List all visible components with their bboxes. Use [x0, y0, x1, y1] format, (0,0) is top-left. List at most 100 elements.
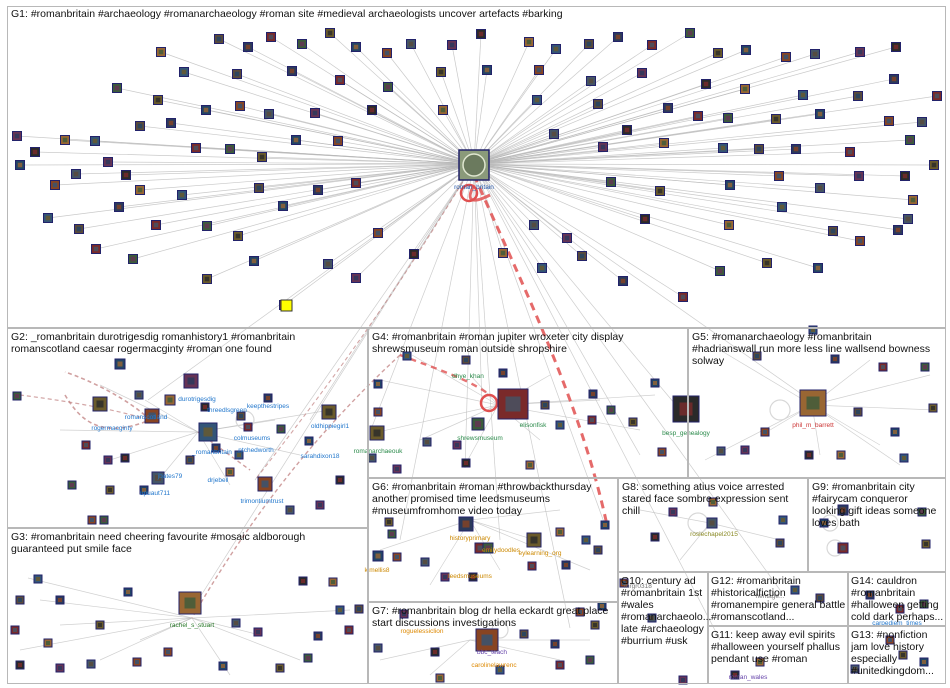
user-node[interactable]	[103, 157, 113, 167]
user-node[interactable]	[524, 37, 534, 47]
user-node[interactable]	[590, 620, 600, 630]
user-node[interactable]	[114, 358, 126, 370]
user-node[interactable]	[471, 417, 485, 431]
user-node[interactable]	[495, 665, 505, 675]
user-node[interactable]	[724, 220, 734, 230]
user-node[interactable]	[291, 135, 301, 145]
user-node[interactable]	[532, 95, 542, 105]
user-node[interactable]	[179, 67, 189, 77]
user-node[interactable]	[310, 108, 320, 118]
user-node[interactable]	[865, 590, 875, 600]
user-node[interactable]	[650, 378, 660, 388]
user-node[interactable]	[929, 160, 939, 170]
user-node[interactable]	[920, 362, 930, 372]
user-node[interactable]	[685, 28, 695, 38]
user-node[interactable]	[598, 142, 608, 152]
user-node[interactable]	[562, 233, 572, 243]
user-node[interactable]	[650, 532, 660, 542]
user-node[interactable]	[384, 517, 394, 527]
user-node[interactable]	[43, 213, 53, 223]
user-node[interactable]	[276, 424, 286, 434]
user-node[interactable]	[778, 515, 788, 525]
user-node[interactable]	[854, 171, 864, 181]
user-node[interactable]	[885, 635, 895, 645]
user-node[interactable]	[321, 404, 337, 420]
user-node[interactable]	[850, 664, 860, 674]
user-node[interactable]	[581, 535, 591, 545]
user-node[interactable]	[30, 147, 40, 157]
user-node[interactable]	[526, 532, 542, 548]
user-node[interactable]	[482, 65, 492, 75]
user-node[interactable]	[233, 231, 243, 241]
user-node[interactable]	[917, 117, 927, 127]
user-node[interactable]	[637, 68, 647, 78]
user-node[interactable]	[92, 396, 108, 412]
user-node[interactable]	[280, 299, 293, 312]
user-node[interactable]	[95, 620, 105, 630]
user-node[interactable]	[708, 497, 718, 507]
user-node[interactable]	[672, 395, 700, 423]
user-node[interactable]	[845, 147, 855, 157]
user-node[interactable]	[351, 42, 361, 52]
user-node[interactable]	[525, 460, 535, 470]
user-node[interactable]	[211, 443, 221, 453]
user-node[interactable]	[344, 625, 354, 635]
user-node[interactable]	[266, 32, 276, 42]
user-node[interactable]	[561, 560, 571, 570]
user-node[interactable]	[693, 111, 703, 121]
user-node[interactable]	[177, 190, 187, 200]
user-node[interactable]	[618, 276, 628, 286]
user-node[interactable]	[903, 214, 913, 224]
user-node[interactable]	[315, 500, 325, 510]
user-node[interactable]	[587, 415, 597, 425]
user-node[interactable]	[527, 561, 537, 571]
user-node[interactable]	[151, 220, 161, 230]
user-node[interactable]	[713, 48, 723, 58]
user-node[interactable]	[555, 527, 565, 537]
user-node[interactable]	[828, 226, 838, 236]
user-node[interactable]	[249, 256, 259, 266]
user-node[interactable]	[891, 42, 901, 52]
user-node[interactable]	[741, 45, 751, 55]
user-node[interactable]	[853, 407, 863, 417]
user-node[interactable]	[529, 220, 539, 230]
user-node[interactable]	[335, 75, 345, 85]
user-node[interactable]	[659, 138, 669, 148]
user-node[interactable]	[613, 32, 623, 42]
user-node[interactable]	[12, 131, 22, 141]
user-node[interactable]	[606, 177, 616, 187]
user-node[interactable]	[123, 587, 133, 597]
user-node[interactable]	[550, 639, 560, 649]
user-node[interactable]	[351, 273, 361, 283]
user-node[interactable]	[919, 657, 929, 667]
user-node[interactable]	[254, 183, 264, 193]
user-node[interactable]	[313, 185, 323, 195]
user-node[interactable]	[420, 557, 430, 567]
user-node[interactable]	[447, 40, 457, 50]
user-node[interactable]	[90, 136, 100, 146]
user-node[interactable]	[67, 480, 77, 490]
user-node[interactable]	[297, 39, 307, 49]
user-node[interactable]	[775, 538, 785, 548]
user-node[interactable]	[382, 48, 392, 58]
user-node[interactable]	[198, 422, 218, 442]
user-node[interactable]	[921, 539, 931, 549]
user-node[interactable]	[663, 103, 673, 113]
user-node[interactable]	[730, 670, 740, 680]
user-node[interactable]	[458, 516, 474, 532]
user-node[interactable]	[540, 400, 550, 410]
user-node[interactable]	[263, 393, 273, 403]
user-node[interactable]	[313, 631, 323, 641]
user-node[interactable]	[81, 440, 91, 450]
user-node[interactable]	[575, 607, 585, 617]
user-node[interactable]	[438, 105, 448, 115]
user-node[interactable]	[678, 675, 688, 685]
user-node[interactable]	[588, 389, 598, 399]
user-node[interactable]	[430, 647, 440, 657]
user-node[interactable]	[392, 464, 402, 474]
user-node[interactable]	[373, 407, 383, 417]
user-node[interactable]	[774, 171, 784, 181]
user-node[interactable]	[436, 67, 446, 77]
user-node[interactable]	[762, 258, 772, 268]
user-node[interactable]	[372, 550, 384, 562]
